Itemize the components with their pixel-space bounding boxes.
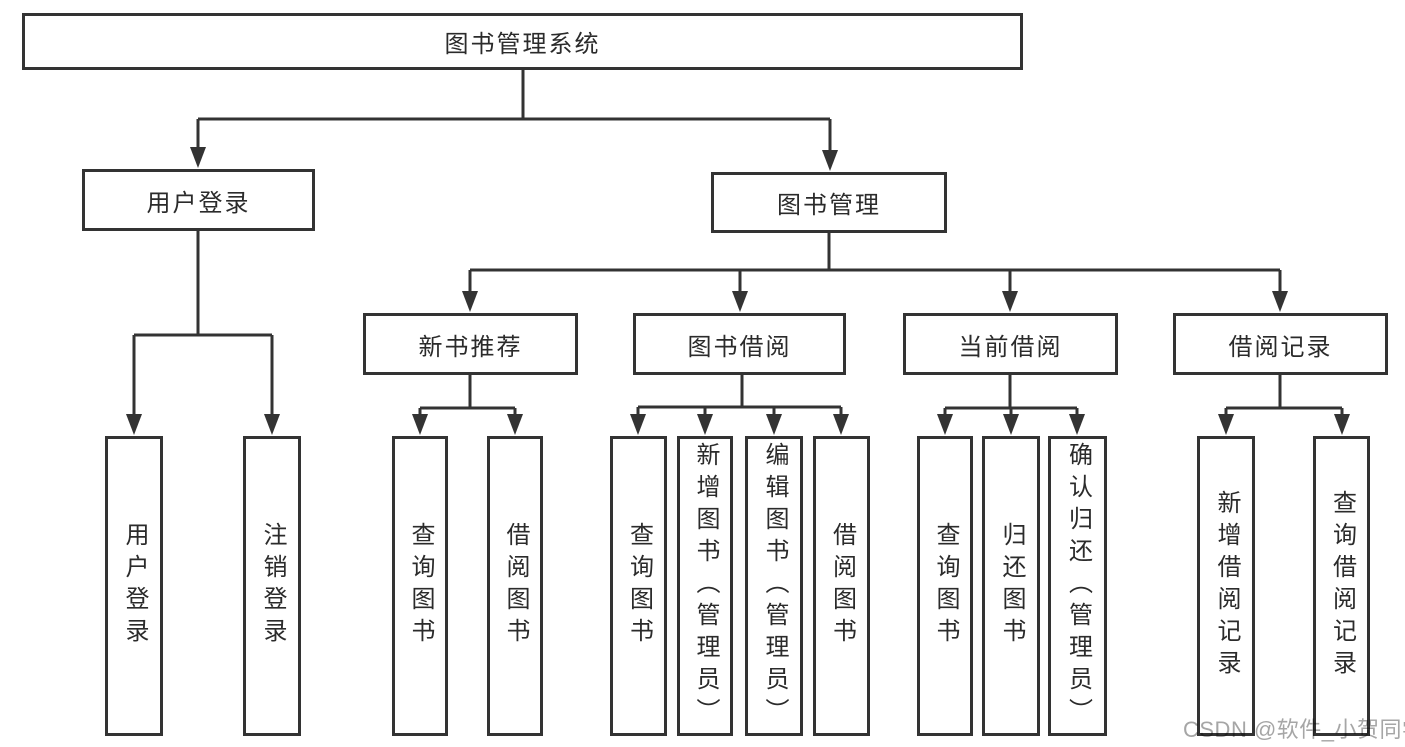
leaf-query-books-1: 查询图书	[392, 436, 448, 736]
arrowheads	[126, 147, 1350, 435]
csdn-watermark: CSDN @软件_小贺同学	[1183, 717, 1405, 742]
leaf-query-borrow-record: 查询借阅记录	[1313, 436, 1370, 736]
leaf-add-borrow-record: 新增借阅记录	[1197, 436, 1255, 736]
node-root-system: 图书管理系统	[22, 13, 1023, 70]
leaf-user-login: 用户登录	[105, 436, 163, 736]
leaf-query-books-3: 查询图书	[917, 436, 973, 736]
node-user-login: 用户登录	[82, 169, 315, 231]
leaf-add-books-admin: 新增图书（管理员）	[677, 436, 733, 736]
leaf-add-books-admin-label: 新增图书（管理员）	[692, 442, 719, 730]
leaf-borrow-books-1: 借阅图书	[487, 436, 543, 736]
leaf-query-borrow-record-label: 查询借阅记录	[1328, 490, 1356, 682]
node-book-borrow: 图书借阅	[633, 313, 846, 375]
leaf-query-books-3-label: 查询图书	[932, 522, 959, 650]
leaf-logout: 注销登录	[243, 436, 301, 736]
leaf-query-books-2: 查询图书	[610, 436, 667, 736]
leaf-borrow-books-1-label: 借阅图书	[502, 522, 529, 650]
leaf-user-login-label: 用户登录	[121, 522, 148, 650]
connector-paths	[132, 70, 1344, 431]
leaf-add-borrow-record-label: 新增借阅记录	[1213, 490, 1240, 682]
leaf-borrow-books-2: 借阅图书	[813, 436, 870, 736]
leaf-edit-books-admin: 编辑图书（管理员）	[745, 436, 803, 736]
leaf-query-books-1-label: 查询图书	[407, 522, 434, 650]
node-new-book-recommend: 新书推荐	[363, 313, 578, 375]
node-book-management: 图书管理	[711, 172, 947, 233]
leaf-confirm-return-admin-label: 确认归还（管理员）	[1064, 442, 1092, 730]
leaf-borrow-books-2-label: 借阅图书	[828, 522, 856, 650]
leaf-return-books: 归还图书	[982, 436, 1040, 736]
leaf-return-books-label: 归还图书	[998, 522, 1025, 650]
node-current-borrow: 当前借阅	[903, 313, 1118, 375]
leaf-query-books-2-label: 查询图书	[625, 522, 653, 650]
node-borrow-records: 借阅记录	[1173, 313, 1388, 375]
leaf-edit-books-admin-label: 编辑图书（管理员）	[761, 442, 788, 730]
leaf-confirm-return-admin: 确认归还（管理员）	[1048, 436, 1107, 736]
leaf-logout-label: 注销登录	[259, 522, 286, 650]
